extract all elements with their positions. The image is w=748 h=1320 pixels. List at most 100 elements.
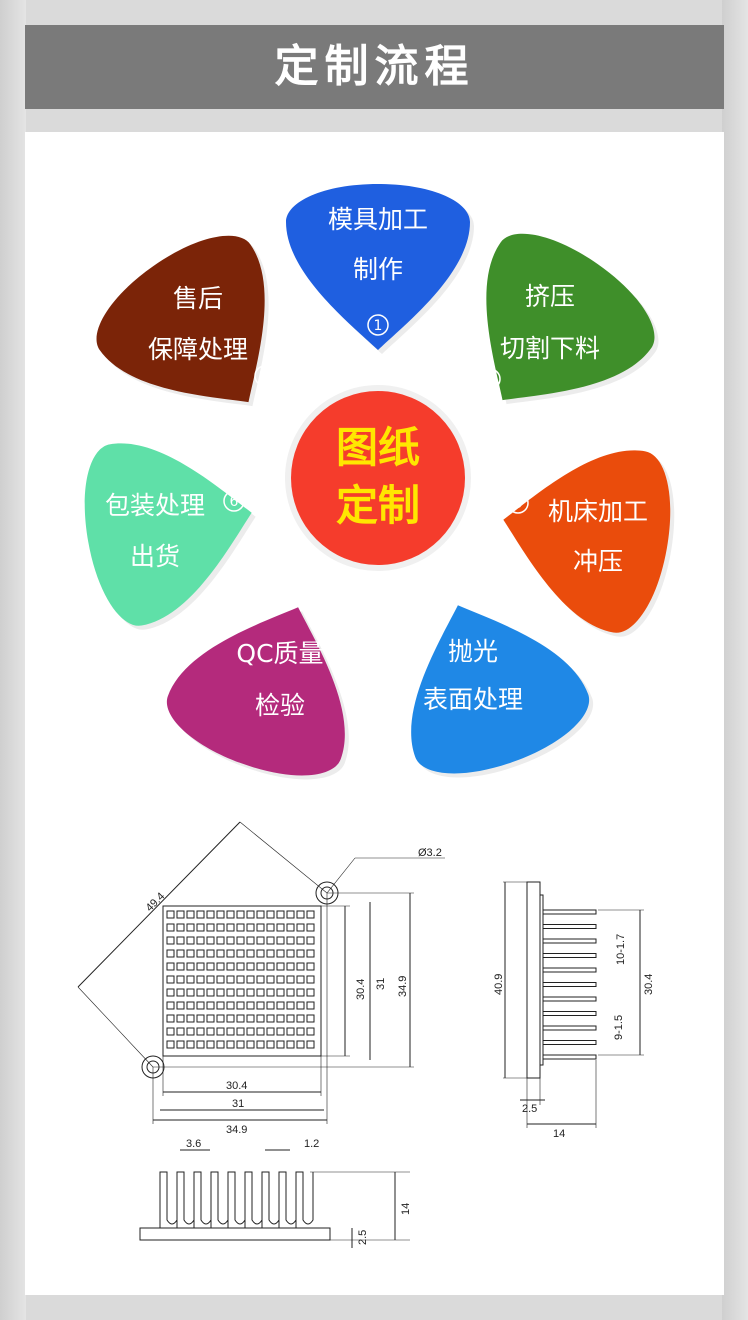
- fin-cell: [176, 988, 185, 997]
- fin-cell: [256, 962, 265, 971]
- step-number-circle: [223, 490, 245, 512]
- fin-cell: [176, 1014, 185, 1023]
- side-width-label: 14: [553, 1128, 565, 1140]
- fin-cell: [216, 975, 225, 984]
- fin-cell: [166, 1040, 175, 1049]
- fin-cell: [236, 975, 245, 984]
- dim-w-mid-label: 31: [232, 1098, 244, 1110]
- side-fin2-label: 9-1.5: [613, 1015, 625, 1040]
- fin-cell: [186, 1001, 195, 1010]
- fin-cell: [266, 923, 275, 932]
- fin-cell: [306, 910, 315, 919]
- fin-cell: [226, 975, 235, 984]
- fin-cell: [246, 1040, 255, 1049]
- front-h-label: 14: [400, 1203, 412, 1215]
- fin-cell: [266, 1027, 275, 1036]
- fin-cell: [176, 1040, 185, 1049]
- front-fin: [295, 1171, 314, 1228]
- fin-cell: [166, 962, 175, 971]
- fin-cell: [206, 1040, 215, 1049]
- fin-cell: [226, 949, 235, 958]
- fin-cell: [276, 1001, 285, 1010]
- fin-cell: [216, 1014, 225, 1023]
- fin-cell: [286, 936, 295, 945]
- top-view-labels: 49.4 Ø3.2 30.4 31 34.9 30.4 31 34.9: [144, 847, 442, 1136]
- fin-cell: [176, 975, 185, 984]
- fin-cell: [256, 1040, 265, 1049]
- fin-cell: [276, 975, 285, 984]
- fin-cell: [186, 936, 195, 945]
- fin-cell: [296, 1014, 305, 1023]
- front-view-drawing: [139, 1149, 410, 1248]
- fin-cell: [246, 1001, 255, 1010]
- fin-cell: [246, 910, 255, 919]
- fin-cell: [196, 910, 205, 919]
- petal-shape: [84, 443, 252, 626]
- fin-cell: [296, 988, 305, 997]
- fin-cell: [236, 1014, 245, 1023]
- side-fin: [542, 1025, 597, 1031]
- fin-cell: [196, 949, 205, 958]
- front-pitch-label: 3.6: [186, 1138, 201, 1150]
- petal-shape: [286, 184, 470, 350]
- fin-cell: [186, 923, 195, 932]
- fin-cell: [166, 923, 175, 932]
- side-fin: [542, 924, 597, 929]
- fin-cell: [186, 962, 195, 971]
- fin-cell: [256, 936, 265, 945]
- fin-cell: [306, 936, 315, 945]
- front-fin: [261, 1171, 280, 1228]
- left-border: [0, 0, 26, 1320]
- fin-cell: [246, 962, 255, 971]
- fin-cell: [206, 923, 215, 932]
- fin-cell: [246, 975, 255, 984]
- fin-cell: [186, 975, 195, 984]
- fin-cell: [256, 975, 265, 984]
- fin-cell: [236, 936, 245, 945]
- center-line2: 定制: [336, 481, 420, 530]
- dim-w-outer-label: 34.9: [226, 1124, 247, 1136]
- fin-cell: [306, 949, 315, 958]
- fin-cell: [256, 988, 265, 997]
- center-circle: [291, 391, 465, 565]
- fin-cell: [176, 936, 185, 945]
- fin-cell: [166, 988, 175, 997]
- fin-cell: [226, 1001, 235, 1010]
- step-number: 5: [308, 594, 317, 610]
- fin-cell: [256, 1001, 265, 1010]
- side-total-label: 30.4: [643, 974, 655, 995]
- side-step: [539, 894, 544, 1066]
- fin-cell: [276, 1040, 285, 1049]
- fin-cell: [246, 1014, 255, 1023]
- front-fin: [227, 1171, 246, 1228]
- header-bar: 定制流程: [25, 25, 724, 109]
- step-number: 4: [436, 596, 445, 612]
- center-line1: 图纸: [336, 423, 420, 472]
- side-fin: [542, 938, 597, 944]
- fin-cell: [206, 975, 215, 984]
- fin-cell: [286, 975, 295, 984]
- step-number-circle: [254, 365, 276, 387]
- fin-cell: [166, 975, 175, 984]
- side-fin: [542, 909, 597, 915]
- fin-cell: [296, 1027, 305, 1036]
- fin-cell: [256, 1014, 265, 1023]
- fin-cell: [306, 1001, 315, 1010]
- fin-cell: [266, 910, 275, 919]
- step-line2: 冲压: [573, 547, 623, 576]
- fin-cell: [296, 962, 305, 971]
- fin-cell: [276, 949, 285, 958]
- fin-cell: [296, 910, 305, 919]
- flow-petals: 模具加工制作1挤压切割下料2机床加工冲压3抛光表面处理4QC质量检验5包装处理出…: [84, 184, 675, 780]
- side-fins: [542, 909, 597, 1060]
- step-line1: 抛光: [448, 637, 498, 666]
- diag-ext-2: [77, 986, 154, 1068]
- step-line1: 包装处理: [105, 491, 205, 520]
- step-number-circle: [507, 492, 529, 514]
- hole-leader: [326, 857, 356, 894]
- petal-shape: [96, 235, 265, 403]
- center-node: 图纸 定制: [285, 385, 471, 571]
- side-fin: [542, 953, 597, 958]
